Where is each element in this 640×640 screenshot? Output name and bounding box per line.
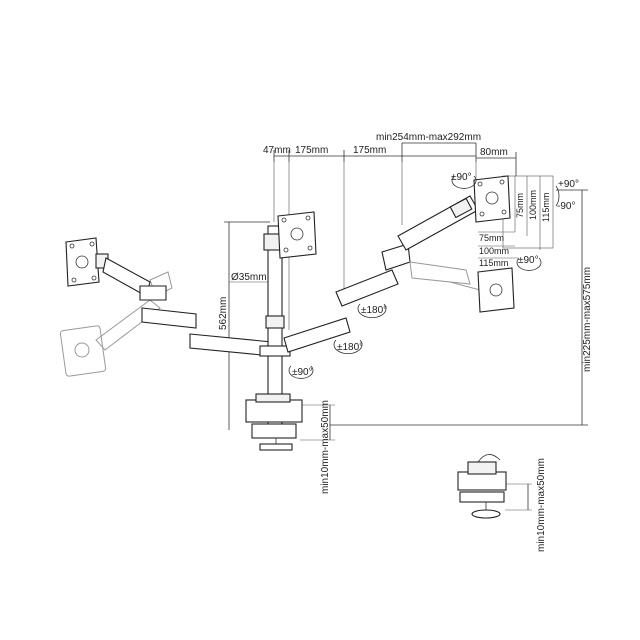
grommet-base [457,454,507,519]
left-monitor-ghost [59,271,173,377]
dim-vesa-100-h: 100mm [479,246,509,256]
angle-swivel-top: ±90° [451,172,472,183]
left-monitor-bracket [65,237,109,287]
dim-arm-stroke: min254mm-max292mm [376,132,481,143]
dim-vesa-75-v: 75mm [515,193,525,218]
dim-80: 80mm [480,147,508,158]
dim-clamp-1: min10mm-max50mm [320,400,331,494]
swivel-arc-base [288,365,314,379]
right-monitor-bracket [473,175,511,223]
angle-rotate-center: ±180° [337,342,363,353]
dim-562: 562mm [218,297,229,330]
dim-vesa-75-h: 75mm [479,233,504,243]
dim-clamp-2: min10mm-max50mm [536,458,547,552]
angle-tilt-up: +90° [558,179,579,190]
dim-vesa-115-v: 115mm [541,193,551,222]
left-arm [102,257,273,357]
angle-swivel-base: ±90° [292,367,313,378]
dim-47: 47mm [263,145,291,156]
tilt-arc [555,185,560,207]
dim-35: Ø35mm [231,272,267,283]
right-monitor-lower-bracket [477,267,515,313]
dim-vesa-115-h: 115mm [479,258,508,268]
desk-clamp [245,393,303,451]
dim-height-range: min225mm-max575mm [582,267,593,372]
dim-175-a: 175mm [295,145,328,156]
angle-tilt-down: -90° [557,201,575,212]
angle-labels: ±90° +90° -90° ±90° ±180° ±180° ±90° [288,172,579,379]
right-arm-ghost [409,261,481,291]
dim-vesa-100-v: 100mm [528,190,538,220]
angle-rotate-right: ±180° [361,305,387,316]
dimension-labels: 47mm 175mm 175mm min254mm-max292mm 80mm … [218,132,593,552]
swivel-arc-right [516,257,542,271]
swivel-arc-top [451,175,477,189]
rotate-arc-right [357,303,387,318]
dim-175-b: 175mm [353,145,386,156]
angle-swivel-right: ±90° [518,255,539,266]
dimension-lines [224,142,588,511]
rotate-arc-center [333,339,363,354]
center-monitor-bracket [277,211,317,259]
